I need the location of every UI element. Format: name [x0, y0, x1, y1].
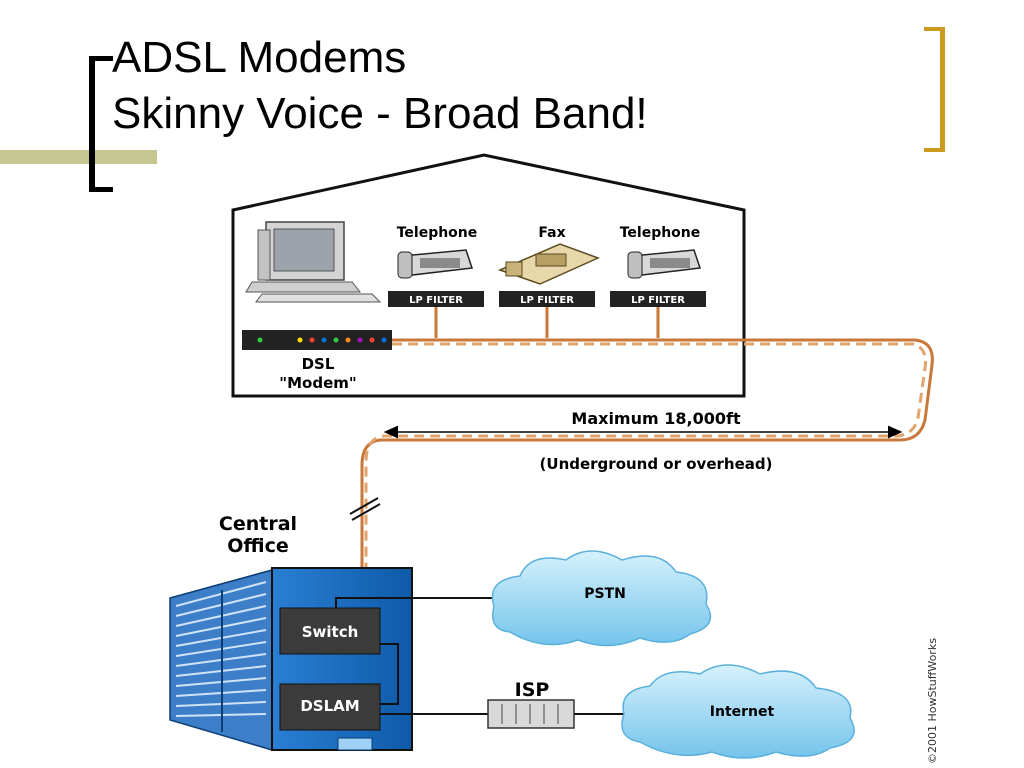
- device-label-fax: Fax: [538, 225, 565, 241]
- device-label-telephone-2: Telephone: [620, 225, 701, 241]
- slide-title: ADSL Modems Skinny Voice - Broad Band!: [112, 30, 648, 142]
- lp-filter-label-2: LP FILTER: [520, 295, 574, 306]
- modem-label-line2: "Modem": [279, 374, 356, 392]
- dslam-label: DSLAM: [300, 697, 359, 715]
- internet-cloud: [621, 664, 855, 759]
- lp-filter-label-3: LP FILTER: [631, 295, 685, 306]
- lp-filter-2: [499, 291, 595, 307]
- line-break-mark: [351, 503, 381, 521]
- central-office-label-line1: Central: [219, 513, 297, 535]
- fax-icon: [497, 243, 600, 285]
- lp-filter-label-1: LP FILTER: [409, 295, 463, 306]
- phone-line: [360, 338, 934, 568]
- dsl-modem-icon: [242, 330, 392, 350]
- title-line-1: ADSL Modems: [112, 33, 407, 82]
- title-line-2: Skinny Voice - Broad Band!: [112, 89, 648, 138]
- distance-note: (Underground or overhead): [540, 455, 773, 473]
- device-label-telephone-1: Telephone: [397, 225, 478, 241]
- accent-bar: [0, 150, 157, 164]
- telephone-icon: [397, 249, 474, 279]
- isp-box-slots: [501, 704, 559, 724]
- isp-label: ISP: [515, 679, 550, 701]
- left-bracket: [89, 56, 113, 192]
- pstn-cloud: [491, 550, 712, 647]
- co-internal-wiring: [335, 597, 628, 715]
- filter-drop-wires: [434, 307, 660, 338]
- modem-label-line1: DSL: [302, 355, 335, 373]
- dslam-rack: [279, 683, 381, 731]
- credit-label: ©2001 HowStuffWorks: [926, 638, 939, 764]
- lp-filter-3: [610, 291, 706, 307]
- computer-icon: [245, 221, 382, 303]
- internet-label: Internet: [710, 704, 775, 720]
- telephone-icon: [627, 249, 702, 279]
- right-bracket: [924, 27, 945, 152]
- central-office-label-line2: Office: [227, 535, 289, 557]
- switch-label: Switch: [302, 623, 359, 641]
- isp-box: [487, 699, 575, 729]
- lp-filter-1: [388, 291, 484, 307]
- distance-label: Maximum 18,000ft: [571, 409, 741, 428]
- line-break-mark: [349, 497, 379, 515]
- switch-rack: [279, 607, 381, 655]
- pstn-label: PSTN: [584, 586, 626, 602]
